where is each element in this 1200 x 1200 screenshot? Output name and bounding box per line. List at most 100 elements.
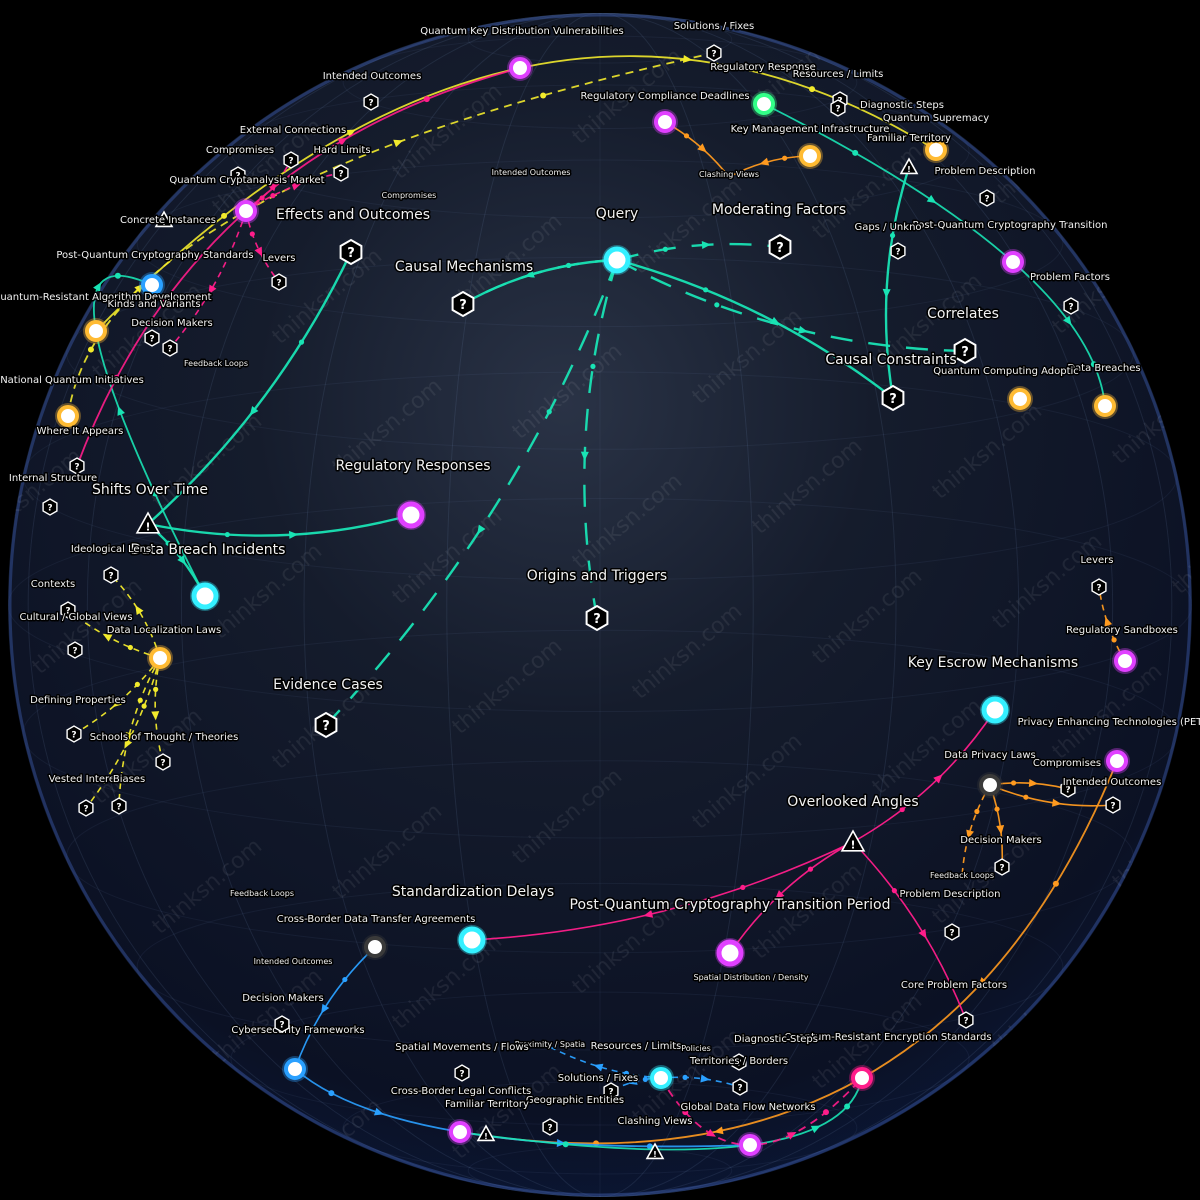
- node-std-delays[interactable]: Standardization Delays: [390, 883, 556, 955]
- node-data-breach-inc[interactable]: Data Breach Incidents: [129, 541, 287, 611]
- question-hexagon-icon[interactable]: [42, 498, 58, 516]
- question-hexagon-icon[interactable]: [732, 1078, 748, 1096]
- node-circle[interactable]: [191, 582, 219, 610]
- node-internal-structure[interactable]: ?Internal Structure: [7, 472, 99, 516]
- node-reg-responses[interactable]: Regulatory Responses: [334, 457, 492, 530]
- warning-triangle-icon[interactable]: [899, 157, 919, 175]
- node-causal-constr[interactable]: ?Causal Constraints: [824, 351, 958, 412]
- node-circle[interactable]: [57, 405, 79, 427]
- question-hexagon-icon[interactable]: [144, 329, 160, 347]
- node-biases[interactable]: ?Biases: [111, 773, 147, 815]
- node-circle[interactable]: [925, 139, 947, 161]
- question-hexagon-icon[interactable]: [155, 753, 171, 771]
- node-vested-interests[interactable]: ?Vested Interests: [47, 773, 131, 817]
- node-circle[interactable]: [1002, 251, 1024, 273]
- question-hexagon-icon[interactable]: [271, 273, 287, 291]
- node-circle[interactable]: [364, 936, 386, 958]
- node-compromises-r[interactable]: ?Compromises: [1031, 757, 1103, 798]
- question-hexagon-icon[interactable]: [162, 339, 178, 357]
- node-decision-makers-bl[interactable]: ?Decision Makers: [241, 992, 325, 1033]
- node-intended-outcomes-t[interactable]: Intended Outcomes: [490, 167, 572, 179]
- question-hexagon-icon[interactable]: [103, 566, 119, 584]
- node-hard-limits[interactable]: ?Hard Limits: [312, 144, 372, 182]
- question-hexagon-icon[interactable]: [230, 166, 246, 184]
- node-circle[interactable]: [799, 145, 821, 167]
- node-circle[interactable]: [739, 1134, 761, 1156]
- node-proximity-spatial[interactable]: Proximity / Spatia: [513, 1039, 586, 1051]
- node-overlooked[interactable]: !Overlooked Angles: [786, 793, 920, 852]
- warning-triangle-icon[interactable]: [154, 210, 174, 228]
- node-core-problem-factors[interactable]: ?Core Problem Factors: [899, 979, 1009, 1029]
- node-schools-thought[interactable]: ?Schools of Thought / Theories: [88, 731, 240, 771]
- node-cultural-global[interactable]: ?Cultural / Global Views: [18, 611, 134, 659]
- node-where-appears[interactable]: ?Where It Appears: [35, 425, 125, 475]
- question-hexagon-icon[interactable]: [454, 1064, 470, 1082]
- question-hexagon-icon[interactable]: [953, 337, 977, 365]
- node-cbdt[interactable]: Cross-Border Data Transfer Agreements: [275, 913, 477, 960]
- node-resources-limits-top[interactable]: ?Resources / Limits: [791, 68, 885, 117]
- question-hexagon-icon[interactable]: [333, 164, 349, 182]
- question-hexagon-icon[interactable]: [881, 384, 905, 412]
- node-reg-sandboxes[interactable]: Regulatory Sandboxes: [1065, 624, 1179, 674]
- question-hexagon-icon[interactable]: [60, 601, 76, 619]
- question-hexagon-icon[interactable]: [585, 604, 609, 632]
- node-circle[interactable]: [509, 57, 531, 79]
- node-circle[interactable]: [979, 774, 1001, 796]
- node-correlates[interactable]: ?Correlates: [926, 305, 1000, 365]
- node-problem-desc-lo[interactable]: ?Problem Description: [898, 888, 1002, 941]
- question-hexagon-icon[interactable]: [1105, 796, 1121, 814]
- node-problem-factors-tr[interactable]: ?Problem Factors: [1029, 271, 1111, 315]
- question-hexagon-icon[interactable]: [451, 290, 475, 318]
- node-concrete-instances[interactable]: !Concrete Instances: [119, 210, 217, 228]
- node-ideological-lens[interactable]: ?Ideological Lens: [69, 543, 153, 584]
- node-circle[interactable]: [981, 696, 1009, 724]
- warning-triangle-icon[interactable]: [645, 1142, 665, 1160]
- node-feedback-loops-r[interactable]: Feedback Loops: [929, 870, 996, 882]
- node-compromises-t[interactable]: Compromises: [380, 190, 438, 202]
- node-pqc-transition[interactable]: Post-Quantum Cryptography Transition: [911, 219, 1109, 275]
- question-hexagon-icon[interactable]: [78, 799, 94, 817]
- node-reg-response[interactable]: Regulatory Response: [709, 61, 817, 117]
- node-circle[interactable]: [716, 939, 744, 967]
- question-hexagon-icon[interactable]: [944, 923, 960, 941]
- node-quantum-supremacy[interactable]: Quantum Supremacy: [881, 112, 991, 163]
- question-hexagon-icon[interactable]: [768, 233, 792, 261]
- node-external-conn[interactable]: ?External Connections: [238, 124, 348, 169]
- node-clashing-views-tr[interactable]: Clashing Views: [697, 169, 760, 181]
- node-circle[interactable]: [1094, 395, 1116, 417]
- node-compromises-tl[interactable]: ?Compromises: [204, 144, 276, 184]
- node-circle[interactable]: [654, 111, 676, 133]
- node-feedback-loops-l[interactable]: Feedback Loops: [183, 358, 250, 370]
- question-hexagon-icon[interactable]: [1091, 578, 1107, 596]
- node-pqc-period[interactable]: Post-Quantum Cryptography Transition Per…: [568, 896, 892, 968]
- node-crossborder-legal[interactable]: Cross-Border Legal Conflicts: [389, 1085, 533, 1145]
- node-circle[interactable]: [235, 200, 257, 222]
- node-nqi[interactable]: National Quantum Initiatives: [0, 374, 145, 429]
- node-circle[interactable]: [603, 246, 631, 274]
- node-intended-outcomes-top[interactable]: ?Intended Outcomes: [321, 70, 423, 111]
- question-hexagon-icon[interactable]: [274, 1015, 290, 1033]
- node-qr-algo[interactable]: Quantum-Resistant Algorithm Development: [0, 291, 213, 344]
- node-decision-makers-l[interactable]: ?Decision Makers: [130, 317, 214, 357]
- node-circle[interactable]: [397, 501, 425, 529]
- node-familiar-territory-b[interactable]: !Familiar Territory: [444, 1098, 531, 1142]
- node-global-data-flow[interactable]: Global Data Flow Networks: [679, 1101, 817, 1158]
- question-hexagon-icon[interactable]: [958, 1011, 974, 1029]
- node-reg-compliance[interactable]: Regulatory Compliance Deadlines: [579, 90, 751, 135]
- node-contexts[interactable]: ?Contexts: [29, 578, 77, 619]
- node-defining-props[interactable]: ?Defining Properties: [29, 694, 127, 743]
- node-circle[interactable]: [650, 1067, 672, 1089]
- node-diagnostic-steps-b[interactable]: ?Diagnostic Steps: [731, 1033, 819, 1071]
- question-hexagon-icon[interactable]: [731, 1053, 747, 1071]
- node-circle[interactable]: [1009, 388, 1031, 410]
- node-gaps-unknowns[interactable]: ?Gaps / Unkno: [853, 221, 923, 260]
- node-circle[interactable]: [458, 926, 486, 954]
- question-hexagon-icon[interactable]: [1060, 780, 1076, 798]
- node-levers-r[interactable]: ?Levers: [1079, 554, 1115, 596]
- node-clashing-views-b[interactable]: !Clashing Views: [616, 1115, 694, 1160]
- question-hexagon-icon[interactable]: [314, 711, 338, 739]
- node-qc-adoption[interactable]: Quantum Computing Adoptic: [932, 365, 1080, 412]
- node-data-localization[interactable]: Data Localization Laws: [105, 624, 223, 671]
- question-hexagon-icon[interactable]: [830, 99, 846, 117]
